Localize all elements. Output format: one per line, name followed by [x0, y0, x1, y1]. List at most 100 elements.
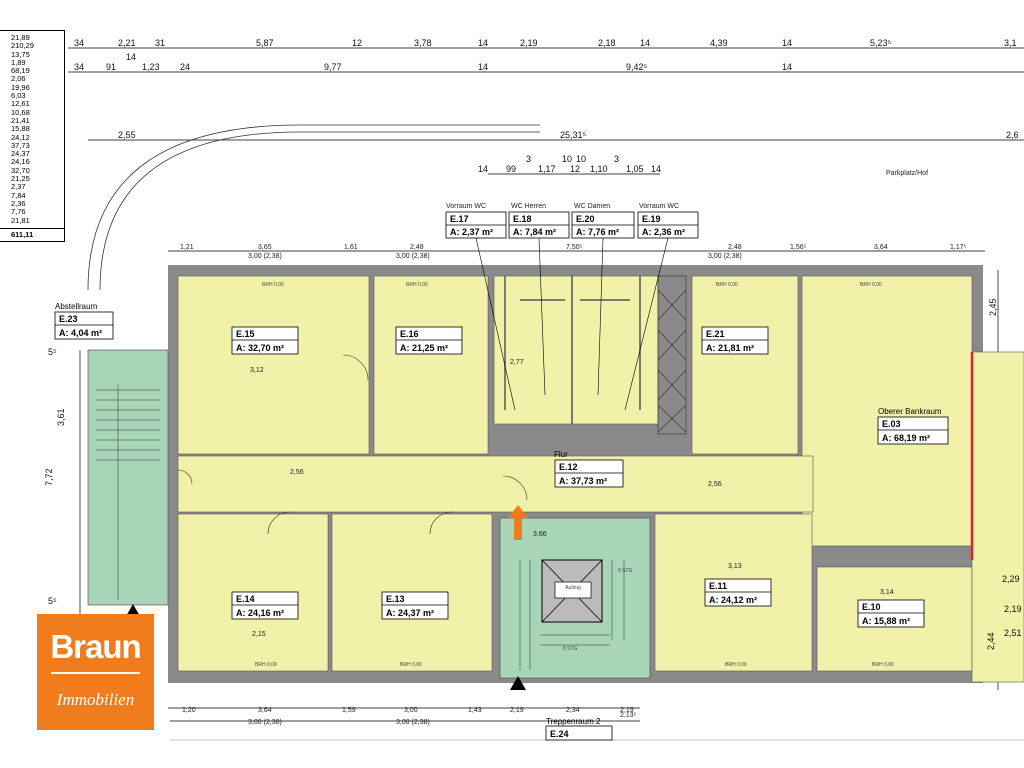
svg-text:3,78: 3,78: [414, 38, 432, 48]
top-dims-row2: 34 91 1,23 24 9,77 14 9,42⁵ 14 14: [74, 52, 792, 72]
e13-id: E.13: [386, 594, 405, 604]
e16-id: E.16: [400, 329, 419, 339]
svg-text:14: 14: [640, 38, 650, 48]
svg-text:3,66: 3,66: [533, 531, 547, 538]
wc-boxes: [445, 211, 699, 239]
e12-area: A: 37,73 m²: [559, 476, 607, 486]
wc-partitions: [504, 276, 641, 424]
svg-text:5⁵: 5⁵: [48, 596, 57, 606]
e14-id: E.14: [236, 594, 255, 604]
svg-text:2,19: 2,19: [1004, 604, 1022, 614]
room-boxes: [54, 311, 949, 741]
stair-left: [87, 349, 169, 606]
stair-treads: [96, 385, 625, 670]
area-value: 24,37: [11, 149, 30, 159]
door-swings: [177, 354, 528, 535]
braun-immobilien-logo: Braun Immobilien: [37, 614, 154, 730]
svg-text:1,05: 1,05: [626, 164, 644, 174]
svg-text:2,6: 2,6: [1006, 130, 1019, 140]
e21-area: A: 21,81 m²: [706, 343, 754, 353]
svg-text:24: 24: [180, 62, 190, 72]
svg-text:1,17: 1,17: [538, 164, 556, 174]
svg-text:2,21: 2,21: [118, 38, 136, 48]
svg-text:2,77: 2,77: [510, 359, 524, 366]
e11-id: E.11: [709, 581, 727, 591]
svg-text:3: 3: [614, 154, 619, 164]
e11-area: A: 24,12 m²: [709, 595, 757, 605]
svg-text:1,56⁵: 1,56⁵: [790, 244, 807, 251]
parking-label: Parkplatz/Hof: [886, 170, 928, 177]
room-e16: [373, 275, 489, 455]
svg-text:1,10: 1,10: [590, 164, 608, 174]
svg-text:34: 34: [74, 62, 84, 72]
e20-id: E.20: [576, 214, 595, 224]
wc-leader-lines: [475, 237, 669, 411]
svg-text:14: 14: [651, 164, 661, 174]
area-value: 19,96: [11, 82, 30, 92]
svg-text:3,00 (2,38): 3,00 (2,38): [248, 719, 282, 726]
area-value: 1,89: [11, 57, 26, 67]
svg-text:BRH 0,00: BRH 0,00: [406, 282, 428, 288]
svg-text:3,64: 3,64: [258, 707, 272, 714]
area-value: 21,25: [11, 174, 30, 184]
e03-id: E.03: [882, 419, 901, 429]
area-value: 32,70: [11, 165, 30, 175]
room-e21: [691, 275, 799, 455]
area-value: 12,61: [11, 99, 30, 109]
area-value: 7,76: [11, 207, 26, 217]
area-value: 21,81: [11, 215, 30, 225]
e12-id: E.12: [559, 462, 578, 472]
room-e12-flur: [177, 455, 814, 513]
svg-text:BRH 0,00: BRH 0,00: [725, 662, 747, 668]
area-value: 21,89: [11, 33, 30, 42]
top-dims-row4: 14 99 3 1,17 10 10 1,10 3 1,05 14 12: [478, 154, 661, 174]
svg-text:31: 31: [155, 38, 165, 48]
area-value: 2,06: [11, 74, 26, 84]
e15-area: A: 32,70 m²: [236, 343, 284, 353]
e16-area: A: 21,25 m²: [400, 343, 448, 353]
svg-text:3,00 (2,38): 3,00 (2,38): [248, 253, 282, 260]
svg-text:3,00 (2,38): 3,00 (2,38): [708, 253, 742, 260]
room-right: [971, 351, 1024, 683]
e23-area: A: 4,04 m²: [59, 328, 102, 338]
svg-text:2,18: 2,18: [598, 38, 616, 48]
svg-text:7,72: 7,72: [44, 468, 54, 486]
bottom-dims: 1,20 3,64 1,59 3,00 1,43 2,19 2,34 2,19 …: [182, 707, 637, 726]
svg-text:BRH 0,00: BRH 0,00: [262, 282, 284, 288]
svg-text:3,64: 3,64: [874, 244, 888, 251]
area-value: 21,41: [11, 115, 30, 125]
dimension-lines: [68, 47, 1024, 741]
logo-subtitle: Immobilien: [56, 690, 135, 709]
svg-text:2,56: 2,56: [708, 481, 722, 488]
top-dims-row3: 2,55 25,31⁵ 2,6: [118, 130, 1019, 140]
logo-brand: Braun: [50, 628, 141, 665]
svg-text:2,19: 2,19: [510, 707, 524, 714]
svg-text:2,45: 2,45: [988, 298, 998, 316]
svg-text:3,61: 3,61: [56, 408, 66, 426]
svg-text:3,00 (2,38): 3,00 (2,38): [396, 253, 430, 260]
svg-text:2,13⁵: 2,13⁵: [620, 712, 637, 719]
svg-text:3,13: 3,13: [728, 563, 742, 570]
svg-text:2,44: 2,44: [986, 632, 996, 650]
svg-text:10: 10: [562, 154, 572, 164]
svg-text:12: 12: [570, 164, 580, 174]
svg-text:14: 14: [478, 164, 488, 174]
e21-id: E.21: [706, 329, 725, 339]
brh-labels: BRH 0,00 BRH 0,00 BRH 0,00 BRH 0,00 BRH …: [255, 282, 894, 668]
area-value: 24,16: [11, 157, 30, 167]
room-e15: [177, 275, 370, 455]
svg-text:9,77: 9,77: [324, 62, 342, 72]
svg-text:WC Damen: WC Damen: [574, 203, 610, 210]
area-total: 611,11: [0, 228, 64, 241]
e18-area: A: 7,84 m²: [513, 227, 556, 237]
svg-text:BRH 0,00: BRH 0,00: [255, 662, 277, 668]
svg-text:3: 3: [526, 154, 531, 164]
svg-text:14: 14: [782, 38, 792, 48]
height-markers: 3,12 2,77 2,56 3,66 2,56 3,13 3,14 2,15: [250, 359, 894, 638]
top-dims-row5: 1,21 3,65 1,61 2,48 7,50⁵ 2,48 1,56⁵ 3,6…: [180, 244, 967, 260]
svg-text:2,48: 2,48: [410, 244, 424, 251]
area-value: 13,75: [11, 49, 30, 59]
